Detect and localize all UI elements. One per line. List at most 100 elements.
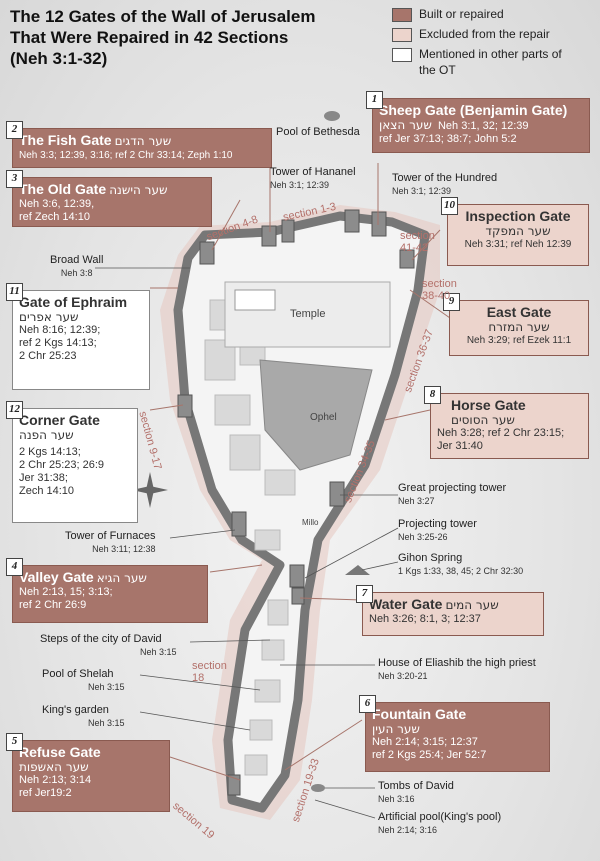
gate-name: The Old Gate: [19, 181, 107, 197]
gate-refs-2: ref 2 Kgs 25:4; Jer 52:7: [372, 749, 487, 761]
gate-refs: Neh 3:26; 8:1, 3; 12:37: [369, 613, 481, 625]
label-ophel: Ophel: [310, 412, 337, 423]
gate-card-valley: 4 Valley Gate שער הגיא Neh 2:13, 15; 3:1…: [6, 558, 208, 623]
legend-swatch-mentioned: [392, 48, 412, 62]
label-tower-of-furnaces: Tower of Furnaces Neh 3:11; 12:38: [65, 530, 156, 554]
gate-refs: Neh 3:6, 12:39,: [19, 198, 95, 210]
gate-card-east: 9 East Gate שער המזרח Neh 3:29; ref Ezek…: [443, 293, 589, 356]
gate-name: Gate of Ephraim: [19, 294, 128, 310]
gate-card-fish: 2 The Fish Gate שער הדגים Neh 3:3; 12:39…: [6, 121, 272, 168]
gate-refs-2: ref 2 Chr 26:9: [19, 599, 87, 611]
label-lines: [95, 267, 399, 819]
gate-card-inspection: 10 Inspection Gate שער המפקד Neh 3:31; r…: [441, 197, 589, 266]
label-projecting-tower: Projecting tower Neh 3:25-26: [398, 518, 477, 542]
gate-card-refuse: 5 Refuse Gate שער האשפות Neh 2:13; 3:14 …: [6, 733, 170, 812]
gate-name: Water Gate: [369, 596, 443, 612]
gate-refs-3: 2 Chr 25:23: [19, 350, 77, 362]
legend-item-built: Built or repaired: [392, 6, 597, 26]
gate-hebrew: שער הסוסים: [451, 413, 515, 427]
gate-hebrew: שער הישנה: [109, 183, 168, 197]
label-broad-wall: Broad Wall Neh 3:8: [50, 254, 104, 278]
gate-name: Fountain Gate: [372, 706, 467, 722]
gate-refs-2: Jer 31:40: [437, 440, 483, 452]
label-kings-garden: King's garden Neh 3:15: [42, 704, 125, 728]
label-artificial-pool: Artificial pool(King's pool) Neh 2:14; 3…: [378, 811, 502, 835]
gate-refs-3: Jer 31:38;: [19, 472, 68, 484]
gate-card-ephraim: 11 Gate of Ephraim שער אפרים Neh 8:16; 1…: [6, 283, 150, 390]
title-line-2: That Were Repaired in 42 Sections: [10, 28, 289, 47]
leader-lines: [149, 163, 451, 781]
gate-hebrew: שער האשפות: [19, 760, 89, 774]
gate-card-horse: 8 Horse Gate שער הסוסים Neh 3:28; ref 2 …: [424, 386, 589, 459]
section-label-41-42: section 41-42: [400, 230, 435, 254]
gate-refs: Neh 2:14; 3:15; 12:37: [372, 736, 478, 748]
legend-swatch-excluded: [392, 28, 412, 42]
gate-hebrew: שער הגיא: [96, 571, 147, 585]
gate-name: Inspection Gate: [465, 208, 571, 224]
gate-refs: Neh 2:13, 15; 3:13;: [19, 586, 113, 598]
compass-rose: [132, 472, 168, 508]
gate-hebrew: שער המפקד: [485, 224, 551, 238]
gate-hebrew: שער הפנה: [19, 428, 74, 442]
gate-card-fountain: 6 Fountain Gate שער העין Neh 2:14; 3:15;…: [359, 695, 550, 772]
legend-item-mentioned: Mentioned in other parts of the OT: [392, 46, 597, 80]
gate-refs: 2 Kgs 14:13;: [19, 446, 81, 458]
gate-hebrew: שער המזרח: [488, 320, 550, 334]
label-tombs-of-david: Tombs of David Neh 3:16: [378, 780, 454, 804]
label-gihon-spring: Gihon Spring 1 Kgs 1:33, 38, 45; 2 Chr 3…: [398, 552, 524, 576]
gate-refs-2: ref 2 Kgs 14:13;: [19, 337, 97, 349]
gate-refs-4: Zech 14:10: [19, 485, 75, 497]
gate-refs-2: ref Jer 37:13; 38:7; John 5:2: [379, 133, 517, 145]
legend-swatch-built: [392, 8, 412, 22]
gate-refs-2: 2 Chr 25:23; 26:9: [19, 459, 105, 471]
gate-name: East Gate: [486, 304, 552, 320]
tombs-marker: [311, 784, 325, 792]
title-line-1: The 12 Gates of the Wall of Jerusalem: [10, 7, 316, 26]
gihon-spring-marker: [345, 565, 370, 575]
gate-refs-2: ref Zech 14:10: [19, 211, 90, 223]
gate-name: Sheep Gate (Benjamin Gate): [379, 102, 568, 118]
gate-name: Refuse Gate: [19, 744, 101, 760]
gate-name: Corner Gate: [19, 412, 100, 428]
gate-card-corner: 12 Corner Gate שער הפנה 2 Kgs 14:13; 2 C…: [6, 401, 138, 523]
gate-refs: Neh 8:16; 12:39;: [19, 324, 101, 336]
label-great-projecting-tower: Great projecting tower Neh 3:27: [398, 482, 507, 506]
gate-refs: Neh 3:31; ref Neh 12:39: [464, 239, 572, 250]
gate-refs-2: ref Jer19:2: [19, 787, 72, 799]
temple-building: [234, 289, 276, 311]
gate-refs: Neh 3:3; 12:39, 3:16; ref 2 Chr 33:14; Z…: [19, 150, 233, 161]
label-tower-of-the-hundred: Tower of the Hundred Neh 3:1; 12:39: [392, 172, 498, 196]
gate-refs: Neh 2:13; 3:14: [19, 774, 92, 786]
gate-name: Valley Gate: [19, 569, 94, 585]
gate-hebrew: שער אפרים: [19, 310, 79, 324]
title-line-3: (Neh 3:1-32): [10, 49, 108, 68]
label-temple: Temple: [290, 308, 326, 320]
gate-name: Horse Gate: [451, 397, 526, 413]
gate-refs: Neh 3:28; ref 2 Chr 23:15;: [437, 427, 565, 439]
gate-card-water: 7 Water Gate שער המים Neh 3:26; 8:1, 3; …: [356, 585, 544, 636]
gate-name: The Fish Gate: [19, 132, 112, 148]
gate-card-sheep: 1 Sheep Gate (Benjamin Gate) שער הצאן Ne…: [366, 91, 590, 153]
label-millo: Millo: [302, 518, 319, 527]
label-pool-of-shelah: Pool of Shelah Neh 3:15: [42, 668, 125, 692]
gate-card-old: 3 The Old Gate שער הישנה Neh 3:6, 12:39,…: [6, 170, 212, 227]
label-pool-of-bethesda: Pool of Bethesda: [276, 126, 360, 138]
map-title: The 12 Gates of the Wall of Jerusalem Th…: [10, 6, 350, 69]
legend: Built or repaired Excluded from the repa…: [392, 6, 597, 80]
gate-refs: Neh 3:1, 32; 12:39: [437, 120, 529, 132]
gate-hebrew: שער המים: [445, 598, 499, 612]
pool-of-bethesda-marker: [324, 111, 340, 121]
section-label-38-40: section 38-40: [422, 278, 457, 302]
ophel-area: [259, 359, 373, 471]
gate-hebrew: שער הדגים: [114, 134, 172, 148]
gate-refs: Neh 3:29; ref Ezek 11:1: [466, 335, 572, 346]
gate-hebrew: שער העין: [372, 722, 420, 736]
gate-hebrew: שער הצאן: [379, 118, 432, 132]
label-steps-city-of-david: Steps of the city of David Neh 3:15: [40, 633, 177, 657]
section-label-18: section 18: [192, 660, 227, 684]
label-tower-of-hananel: Tower of Hananel Neh 3:1; 12:39: [270, 166, 356, 190]
legend-item-excluded: Excluded from the repair: [392, 26, 597, 46]
label-house-of-eliashib: House of Eliashib the high priest Neh 3:…: [378, 657, 536, 681]
wall-towers: [177, 209, 415, 796]
